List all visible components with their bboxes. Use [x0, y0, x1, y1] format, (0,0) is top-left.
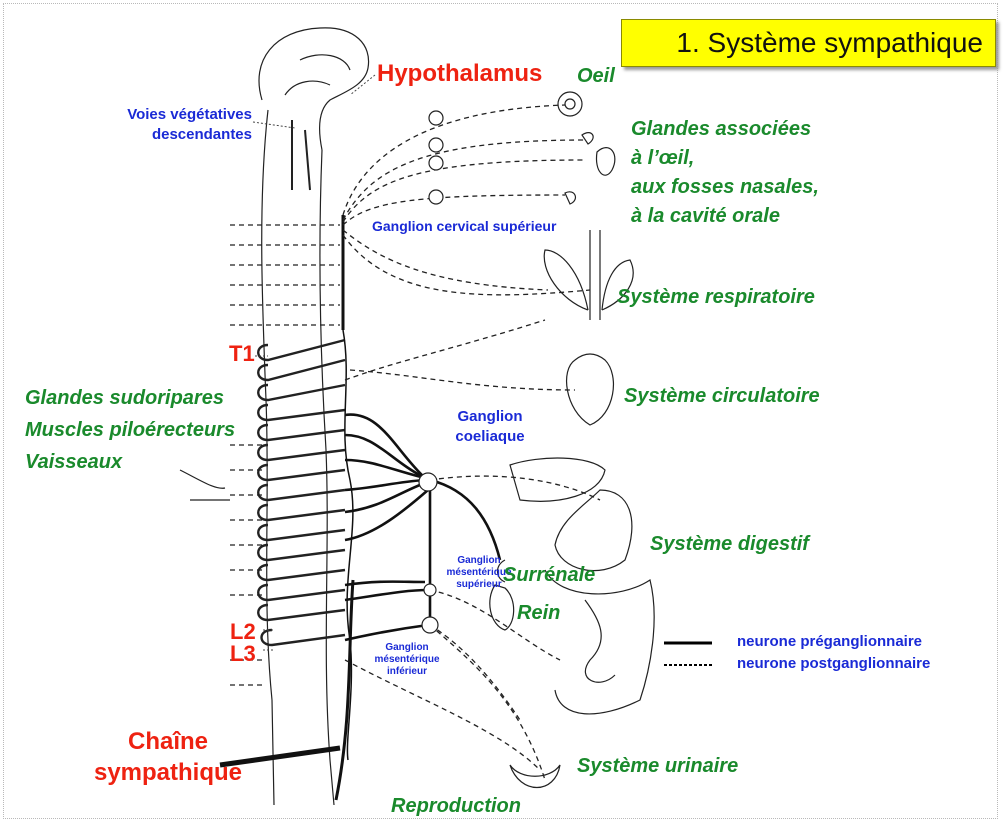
preganglionic-fibers [345, 415, 500, 640]
label-ganglion-coeliaque: Ganglion coeliaque [445, 407, 535, 447]
slide-title: 1. Système sympathique [676, 27, 983, 59]
label-hypothalamus: Hypothalamus [377, 60, 542, 88]
label-gmi-line3: inférieur [367, 666, 447, 678]
label-voies-line2: descendantes [108, 125, 252, 145]
label-rein: Rein [517, 602, 560, 625]
label-voies-vegetatives: Voies végétatives descendantes [108, 105, 252, 145]
label-oeil: Oeil [577, 65, 615, 88]
label-chaine-sympathique: Chaîne sympathique [76, 728, 260, 787]
legend-post-label: neurone postganglionnaire [737, 655, 930, 672]
label-coeliaque-line2: coeliaque [445, 427, 535, 447]
label-gmi-line2: mésentérique [367, 654, 447, 666]
label-gmi-line1: Ganglion [367, 642, 447, 654]
label-systeme-digestif: Système digestif [650, 533, 809, 556]
postganglionic-fibers [230, 105, 600, 780]
label-voies-line1: Voies végétatives [108, 105, 252, 125]
label-reproduction: Reproduction [391, 795, 521, 818]
label-glandes-line3: aux fosses nasales, [631, 173, 819, 202]
label-surrenale: Surrénale [503, 564, 595, 587]
label-ganglion-cervical: Ganglion cervical supérieur [372, 218, 556, 234]
label-ganglion-mesenterique-inferieur: Ganglion mésentérique inférieur [367, 642, 447, 678]
label-chaine-line1: Chaîne [76, 728, 260, 756]
label-glandes-line2: à l’œil, [631, 144, 819, 173]
label-chaine-line2: sympathique [76, 759, 260, 787]
label-glandes-associees: Glandes associées à l’œil, aux fosses na… [631, 115, 819, 231]
label-l3: L3 [230, 641, 256, 667]
label-glandes-sudoripares: Glandes sudoripares [25, 387, 224, 410]
label-vaisseaux: Vaisseaux [25, 451, 122, 474]
label-glandes-line1: Glandes associées [631, 115, 819, 144]
label-muscles-piloerecteurs: Muscles piloérecteurs [25, 419, 235, 442]
spinal-cord-left [262, 110, 274, 805]
label-t1: T1 [229, 341, 255, 367]
brain-outline [259, 28, 369, 150]
leader-lines [253, 75, 375, 650]
spinal-coils [258, 340, 345, 645]
label-systeme-respiratoire: Système respiratoire [617, 286, 815, 309]
spinal-cord-right [320, 150, 334, 805]
label-coeliaque-line1: Ganglion [445, 407, 535, 427]
sympathetic-chain [220, 215, 353, 800]
title-banner: 1. Système sympathique [621, 19, 996, 67]
legend-pre-label: neurone préganglionnaire [737, 633, 922, 650]
organ-sketches [180, 92, 654, 788]
label-glandes-line4: à la cavité orale [631, 202, 819, 231]
label-systeme-circulatoire: Système circulatoire [624, 385, 820, 408]
label-systeme-urinaire: Système urinaire [577, 755, 738, 778]
